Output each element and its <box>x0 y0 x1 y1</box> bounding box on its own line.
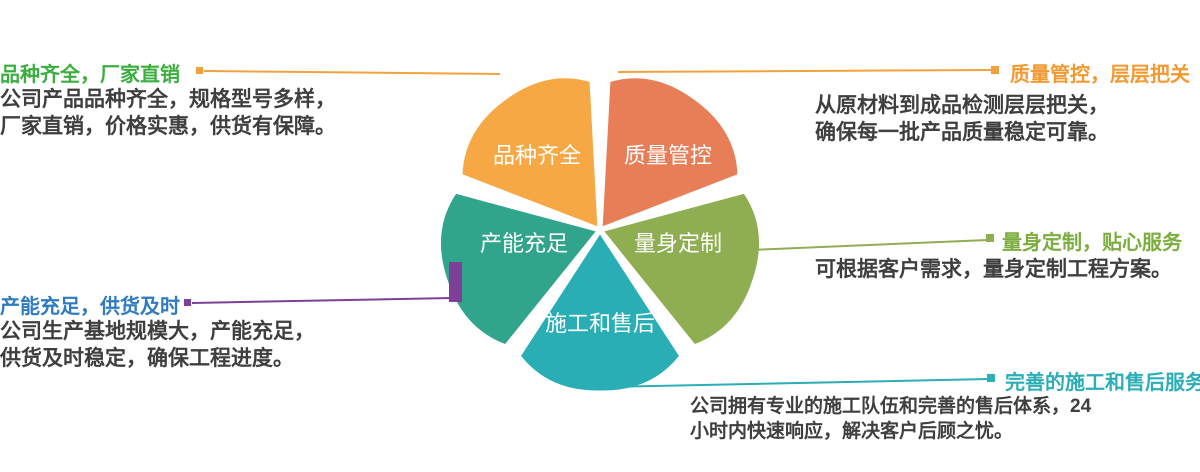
callout-line-service <box>605 378 990 388</box>
callout-marker-variety <box>196 67 203 74</box>
petal-quality <box>597 73 743 233</box>
callout-marker-service <box>987 374 995 382</box>
petal-label-quality: 质量管控 <box>624 143 712 168</box>
callout-heading-custom: 量身定制，贴心服务 <box>1002 232 1182 254</box>
petal-capacity <box>435 188 603 350</box>
petal-label-variety: 品种齐全 <box>493 143 581 168</box>
callout-heading-service: 完善的施工和售后服务 <box>1005 372 1200 394</box>
petal-custom <box>597 188 765 350</box>
purple-marker-rect <box>449 262 462 302</box>
callout-body-variety: 公司产品品种齐全，规格型号多样， 厂家直销，价格实惠，供货有保障。 <box>0 88 336 138</box>
callout-line-quality <box>617 69 993 73</box>
petal-label-capacity: 产能充足 <box>480 231 568 256</box>
callout-marker-quality <box>991 66 999 74</box>
callout-line-custom <box>749 239 989 251</box>
callout-line-capacity <box>191 297 453 304</box>
callout-marker-custom <box>986 234 994 242</box>
petal-label-custom: 量身定制 <box>634 231 722 256</box>
petal-label-service: 施工和售后 <box>545 311 655 336</box>
callout-heading-quality: 质量管控，层层把关 <box>1010 64 1190 86</box>
callout-body-quality: 从原材料到成品检测层层把关， 确保每一批产品质量稳定可靠。 <box>815 94 1109 144</box>
callout-heading-variety: 品种齐全，厂家直销 <box>0 64 180 86</box>
petal-service <box>515 227 685 396</box>
callout-body-custom: 可根据客户需求，量身定制工程方案。 <box>815 258 1172 281</box>
callout-marker-capacity <box>184 299 191 306</box>
callout-heading-capacity: 产能充足，供货及时 <box>0 296 180 318</box>
callout-body-service: 公司拥有专业的施工队伍和完善的售后体系，24 小时内快速响应，解决客户后顾之忧。 <box>690 396 1092 442</box>
petal-variety <box>457 73 603 233</box>
callout-line-variety <box>203 70 501 75</box>
callout-body-capacity: 公司生产基地规模大，产能充足， 供货及时稳定，确保工程进度。 <box>0 320 315 370</box>
